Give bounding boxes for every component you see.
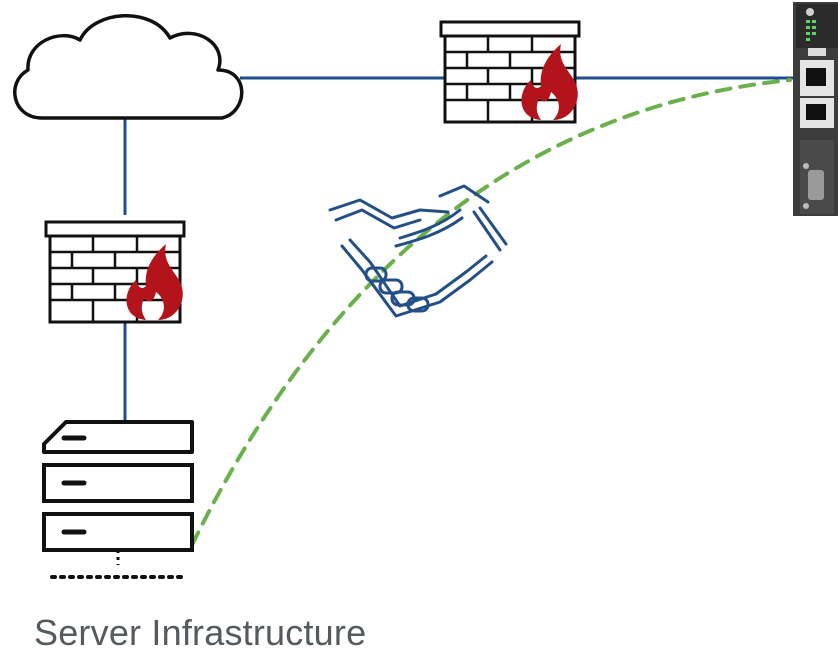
firewall-icon-left: [44, 220, 186, 324]
server-rack-icon: [42, 420, 194, 579]
secure-link-dashed: [190, 78, 792, 547]
flame-icon: [521, 44, 578, 120]
cloud-icon: [13, 14, 244, 120]
firewall-icon-top: [439, 20, 581, 124]
gateway-device: [793, 2, 838, 216]
flame-icon: [126, 244, 183, 320]
server-infrastructure-label: Server Infrastructure: [34, 612, 367, 653]
handshake-icon: [328, 184, 508, 318]
